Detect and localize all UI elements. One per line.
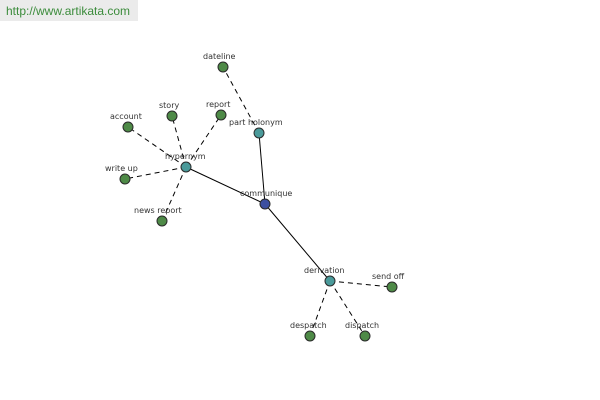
node-label-story: story [159,101,179,110]
node-derivation[interactable]: derivation [304,266,344,287]
node-report[interactable]: report [206,100,230,121]
node-marker-story[interactable] [166,110,178,122]
site-url-link[interactable]: http://www.artikata.com [6,4,131,18]
node-label-hypernym: hypernym [165,152,206,161]
edge-communique-part_holonym [258,132,266,205]
node-dispatch[interactable]: dispatch [345,321,379,342]
node-marker-despatch[interactable] [304,330,316,342]
node-marker-write-up[interactable] [119,173,131,185]
node-marker-dispatch[interactable] [359,330,371,342]
node-news-report[interactable]: news report [134,206,182,227]
node-send-off[interactable]: send off [372,272,405,293]
node-despatch[interactable]: despatch [290,321,327,342]
node-label-dispatch: dispatch [345,321,379,330]
node-communique[interactable]: communique [240,189,292,210]
node-label-dateline: dateline [203,52,236,61]
node-marker-hypernym[interactable] [180,161,192,173]
node-marker-account[interactable] [122,121,134,133]
site-banner: http://www.artikata.com [0,0,138,21]
node-marker-dateline[interactable] [217,61,229,73]
node-marker-report[interactable] [215,109,227,121]
node-dateline[interactable]: dateline [203,52,236,73]
node-marker-send-off[interactable] [386,281,398,293]
edge-communique-derivation [264,203,331,282]
edge-derivation-send_off [329,280,393,288]
node-label-communique: communique [240,189,292,198]
edge-communique-hypernym [185,166,266,205]
node-label-account: account [110,112,142,121]
edge-hypernym-news_report [161,166,187,222]
edge-derivation-dispatch [329,280,366,337]
node-account[interactable]: account [110,112,142,133]
node-marker-communique[interactable] [259,198,271,210]
edge-derivation-despatch [309,280,331,337]
node-label-write-up: write up [105,164,138,173]
node-label-part-holonym: part holonym [229,118,283,127]
node-marker-part-holonym[interactable] [253,127,265,139]
edge-part_holonym-dateline [222,66,260,134]
node-part-holonym[interactable]: part holonym [229,118,283,139]
node-hypernym[interactable]: hypernym [165,152,206,173]
edge-hypernym-report [185,114,222,168]
node-marker-derivation[interactable] [324,275,336,287]
node-label-report: report [206,100,230,109]
node-marker-news-report[interactable] [156,215,168,227]
node-label-news-report: news report [134,206,182,215]
edges-layer [124,66,393,337]
nodes-layer: communique hypernym part holonym derivation… [105,52,405,342]
node-story[interactable]: story [159,101,179,122]
node-label-despatch: despatch [290,321,327,330]
node-label-derivation: derivation [304,266,344,275]
node-write-up[interactable]: write up [105,164,138,185]
edge-hypernym-account [127,126,187,168]
edge-hypernym-write_up [124,166,187,180]
node-label-send-off: send off [372,272,405,281]
